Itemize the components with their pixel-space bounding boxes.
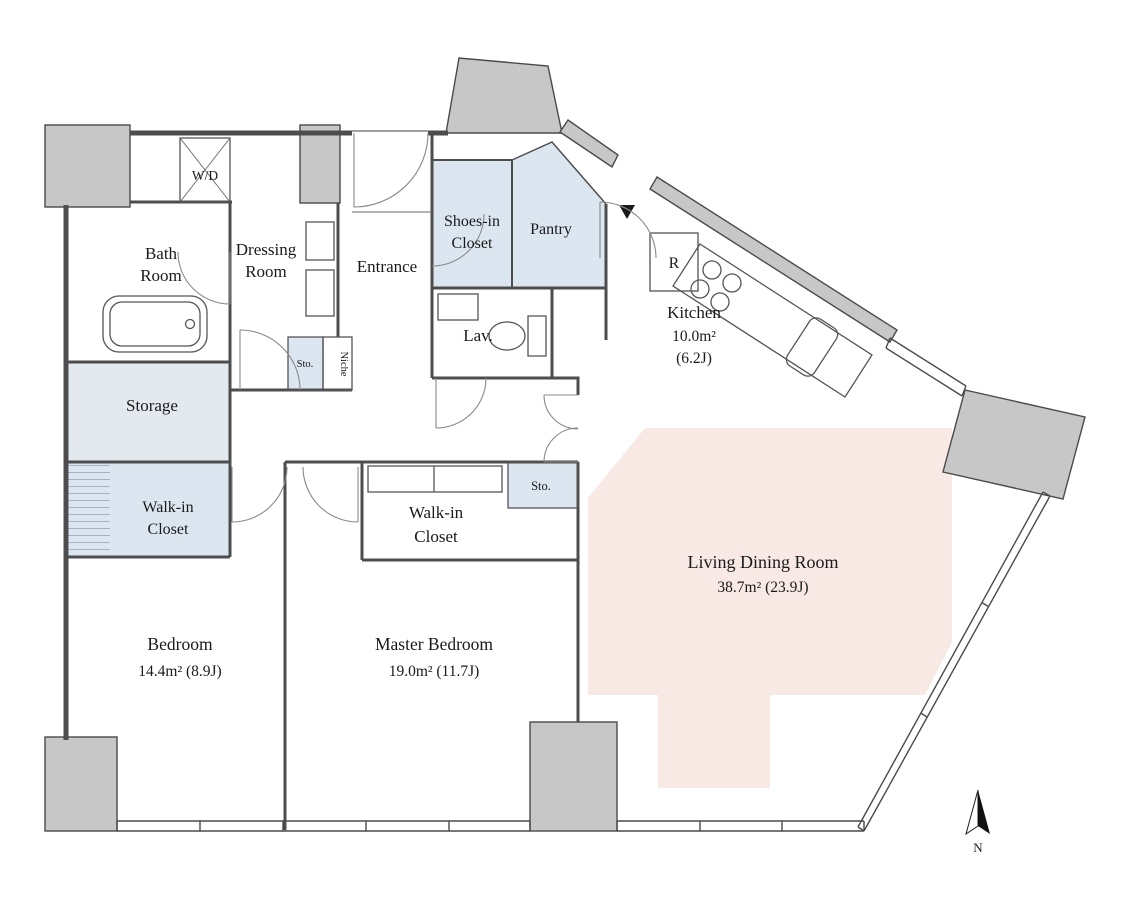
bath-door-arc	[177, 251, 231, 305]
bedroom-label: Bedroom	[147, 634, 213, 654]
storage-label: Storage	[126, 396, 178, 415]
wall-band-pantry	[559, 119, 619, 169]
living-dining-area	[588, 428, 952, 788]
wd-label: W/D	[192, 168, 218, 183]
lavatory-door-arc	[435, 377, 487, 429]
storage-small-label: Sto.	[297, 359, 314, 370]
niche-box	[322, 336, 353, 391]
wall-band-kitchen	[649, 176, 898, 343]
kitchen-label: Kitchen	[667, 303, 721, 322]
front-door-arc	[353, 132, 429, 208]
shoes-in-closet-area	[432, 160, 512, 288]
kitchen-counter	[672, 243, 873, 398]
column-right	[942, 389, 1086, 500]
columns	[44, 57, 1086, 832]
bedroom-door-arc	[231, 466, 288, 523]
window-kitchen	[885, 337, 967, 397]
walk-in-closet-left-hatch	[68, 462, 110, 557]
refrigerator-box	[649, 232, 699, 292]
living-double-door-arc	[543, 394, 579, 463]
window-right-diagonal	[857, 491, 1051, 832]
lavatory-vanity	[437, 293, 479, 321]
windows	[116, 337, 1051, 832]
north-arrow-icon: N	[965, 789, 990, 855]
storage-area	[68, 362, 230, 462]
living-dining-area-text: 38.7m² (23.9J)	[717, 579, 808, 596]
lavatory-label: Lav.	[463, 326, 493, 345]
room-fills	[68, 142, 952, 788]
refrigerator-label: R	[669, 255, 680, 272]
window-bottom-left	[116, 820, 531, 832]
bedroom-area: 14.4m² (8.9J)	[138, 663, 221, 680]
column-bottom-mid	[529, 721, 618, 832]
wall-pantry-outline	[511, 141, 607, 205]
wic-left-label-2: Closet	[148, 521, 189, 538]
wic-closet-rod	[367, 465, 503, 493]
living-dining-label: Living Dining Room	[687, 552, 838, 572]
kitchen-door-arc	[599, 201, 657, 259]
fixtures	[102, 137, 873, 509]
walls	[63, 130, 608, 830]
master-bedroom-label: Master Bedroom	[375, 634, 493, 654]
wic-center-label-2: Closet	[414, 527, 458, 546]
dressing-room-label-2: Room	[245, 262, 287, 281]
door-arcs	[177, 132, 657, 523]
shoes-in-closet-label-2: Closet	[452, 235, 493, 252]
master-door-arc	[302, 466, 359, 523]
sink-icon	[785, 317, 839, 377]
entrance-label: Entrance	[357, 257, 417, 276]
stove-icon	[690, 260, 742, 312]
storage-mid-area	[508, 462, 578, 508]
wic-center-label-1: Walk-in	[409, 503, 464, 522]
bath-room-label-2: Room	[140, 266, 182, 285]
wall-hall-stub	[552, 376, 580, 395]
niche-label: Niche	[338, 351, 349, 376]
kitchen-area-j: (6.2J)	[676, 350, 712, 367]
shoes-closet-door-arc	[431, 213, 485, 267]
toilet-icon	[488, 315, 547, 357]
column-entrance	[299, 124, 341, 204]
shoes-in-closet-label-1: Shoes-in	[444, 213, 500, 230]
north-label: N	[973, 840, 983, 855]
window-bottom-right	[616, 820, 865, 832]
washer-dryer-box	[179, 137, 231, 203]
master-bedroom-area: 19.0m² (11.7J)	[389, 663, 480, 680]
wic-left-label-1: Walk-in	[142, 499, 193, 516]
kitchen-area-m2: 10.0m²	[672, 328, 716, 345]
storage-mid-label: Sto.	[531, 479, 551, 493]
dressing-vanity	[305, 221, 335, 317]
vent-icon	[619, 205, 635, 219]
bathtub-icon	[102, 295, 208, 353]
labels: W/D Bath Room Dressing Room Entrance Sho…	[126, 168, 838, 680]
pantry-label: Pantry	[530, 221, 572, 238]
bath-room-label-1: Bath	[145, 244, 178, 263]
column-top-left	[44, 124, 131, 208]
dressing-door-arc	[239, 329, 301, 391]
column-bottom-left	[44, 736, 118, 832]
dressing-room-label-1: Dressing	[236, 240, 297, 259]
storage-mid-box	[507, 461, 579, 509]
column-top-angled	[445, 57, 563, 134]
pantry-area	[512, 142, 606, 288]
